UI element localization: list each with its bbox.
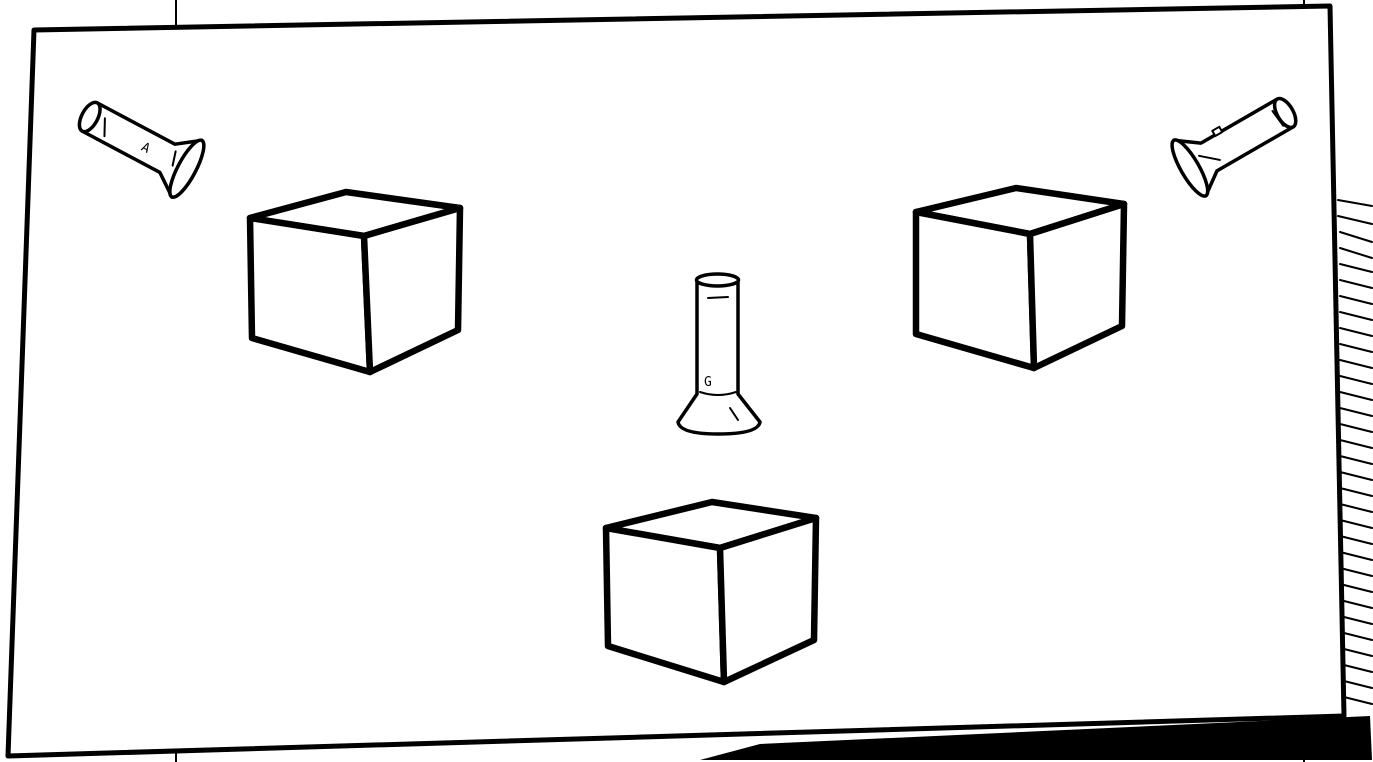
cube-bottom — [602, 498, 820, 686]
flashlight-a: A — [77, 100, 206, 199]
cube-left — [246, 188, 464, 376]
flashlight-icon — [1170, 96, 1298, 198]
cube-icon — [602, 498, 820, 686]
flashlight-icon — [77, 100, 206, 199]
flashlight-g-label: G — [704, 375, 712, 390]
flashlight-icon — [676, 272, 762, 436]
cube-right — [912, 184, 1128, 372]
flashlight-g: G — [676, 272, 762, 436]
cube-icon — [912, 184, 1128, 372]
cube-icon — [246, 188, 464, 376]
stacked-sheets — [700, 199, 1373, 760]
flashlight-right — [1170, 96, 1298, 198]
